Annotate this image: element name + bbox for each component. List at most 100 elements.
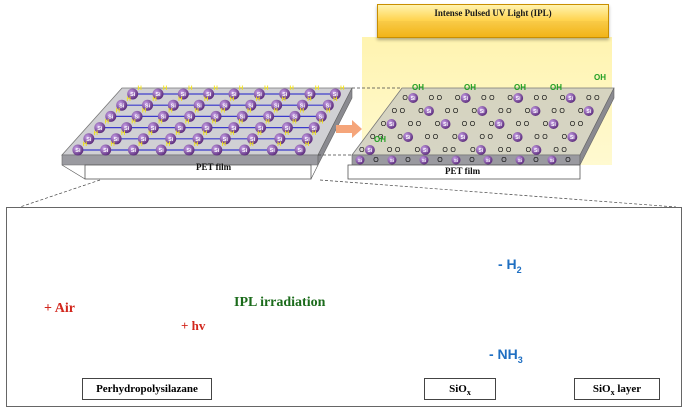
- si-atom-label: Si: [460, 135, 465, 141]
- si-atom-label: Si: [171, 103, 177, 109]
- h-atom-label: H: [137, 86, 141, 92]
- si-atom-label: Si: [161, 115, 167, 121]
- o-atom-label: O: [559, 108, 565, 115]
- si-atom: [420, 145, 431, 155]
- si-atom: [110, 133, 122, 145]
- si-atom-label: Si: [454, 158, 458, 163]
- o-atom-label: O: [586, 95, 592, 102]
- si-atom-label: Si: [586, 109, 591, 115]
- o-atom-label: O: [445, 108, 451, 115]
- si-atom-label: Si: [214, 148, 220, 154]
- o-atom-label: O: [408, 121, 414, 128]
- o-atom-label: O: [594, 95, 600, 102]
- si-atom-label: Si: [298, 148, 304, 154]
- o-atom-label: O: [543, 121, 549, 128]
- si-atom: [247, 133, 259, 145]
- h-atom-label: H: [264, 86, 268, 92]
- o-atom-label: O: [534, 134, 540, 141]
- si-atom-label: Si: [75, 148, 81, 154]
- o-atom-label: O: [400, 108, 406, 115]
- projection-lines: [19, 87, 677, 208]
- h-atom-label: H: [94, 131, 98, 137]
- si-atom: [184, 110, 196, 122]
- si-atom: [475, 145, 486, 155]
- h-atom-label: H: [204, 97, 208, 103]
- si-atom: [210, 110, 222, 122]
- h-atom-label: H: [194, 142, 198, 148]
- si-atom-label: Si: [223, 137, 229, 143]
- o-atom-label: O: [435, 121, 441, 128]
- si-atom-label: Si: [333, 92, 339, 98]
- o-atom-label: O: [450, 147, 456, 154]
- si-atom-label: Si: [231, 126, 237, 132]
- o-atom-label: O: [387, 147, 393, 154]
- right-pet-film-label: PET film: [445, 166, 481, 176]
- siox-layer-caption: SiOx layer: [574, 378, 660, 400]
- h-atom-label: H: [148, 131, 152, 137]
- h-atom-label: H: [249, 142, 253, 148]
- si-atom-label: Si: [270, 148, 276, 154]
- o-atom-label: O: [437, 95, 443, 102]
- si-atom-label: Si: [195, 137, 201, 143]
- h-atom-label: H: [195, 108, 199, 114]
- h-atom-label: H: [185, 120, 189, 126]
- left-pet-film-label: PET film: [196, 162, 232, 172]
- o-atom-label: O: [533, 157, 539, 164]
- si-atom: [72, 144, 84, 156]
- o-atom-label: O: [469, 157, 475, 164]
- h-atom-label: H: [168, 108, 172, 114]
- si-atom: [167, 99, 179, 111]
- o-atom-label: O: [453, 108, 459, 115]
- o-atom-label: O: [437, 157, 443, 164]
- si-atom-label: Si: [305, 137, 311, 143]
- si-atom: [219, 99, 231, 111]
- o-atom-label: O: [506, 147, 512, 154]
- minus-h2-label: - H2: [498, 256, 522, 275]
- si-atom: [94, 122, 106, 134]
- o-atom-label: O: [455, 95, 461, 102]
- o-atom-label: O: [378, 134, 384, 141]
- h-atom-label: H: [138, 142, 142, 148]
- si-atom: [116, 99, 128, 111]
- si-atom: [131, 110, 143, 122]
- si-atom: [147, 122, 159, 134]
- o-atom-label: O: [462, 121, 468, 128]
- si-atom-label: Si: [250, 137, 256, 143]
- o-atom-label: O: [524, 121, 530, 128]
- h-atom-label: H: [257, 131, 261, 137]
- si-atom: [451, 155, 461, 165]
- h-atom-label: H: [277, 142, 281, 148]
- si-atom: [83, 133, 95, 145]
- si-atom: [239, 144, 251, 156]
- si-atom-label: Si: [181, 92, 187, 98]
- si-atom: [583, 106, 594, 116]
- left-film-lattice: SiHSiHSiHSiHSiHSiHSiHSiHSiHSiHSiHSiHSiHS…: [72, 86, 345, 156]
- si-atom: [483, 155, 493, 165]
- o-atom-label: O: [562, 134, 568, 141]
- o-atom-label: O: [487, 134, 493, 141]
- si-atom-label: Si: [204, 126, 210, 132]
- si-atom-label: Si: [570, 135, 575, 141]
- h-atom-label: H: [166, 142, 170, 148]
- o-atom-label: O: [470, 121, 476, 128]
- h-atom-label: H: [142, 108, 146, 114]
- si-atom-label: Si: [124, 126, 130, 132]
- h-atom-label: H: [213, 86, 217, 92]
- si-atom-label: Si: [151, 126, 157, 132]
- o-atom-label: O: [542, 95, 548, 102]
- precursor-caption: Perhydropolysilazane: [82, 378, 212, 400]
- h-atom-label: H: [230, 97, 234, 103]
- o-atom-label: O: [471, 108, 477, 115]
- si-atom-label: Si: [292, 115, 298, 121]
- si-atom-label: Si: [479, 148, 484, 154]
- si-atom-label: Si: [155, 92, 161, 98]
- o-atom-label: O: [405, 157, 411, 164]
- o-atom-label: O: [359, 147, 365, 154]
- si-atom-label: Si: [86, 137, 92, 143]
- o-atom-label: O: [560, 95, 566, 102]
- si-atom-label: Si: [197, 103, 203, 109]
- oh-group-label: OH: [374, 135, 386, 144]
- si-atom-label: Si: [231, 92, 237, 98]
